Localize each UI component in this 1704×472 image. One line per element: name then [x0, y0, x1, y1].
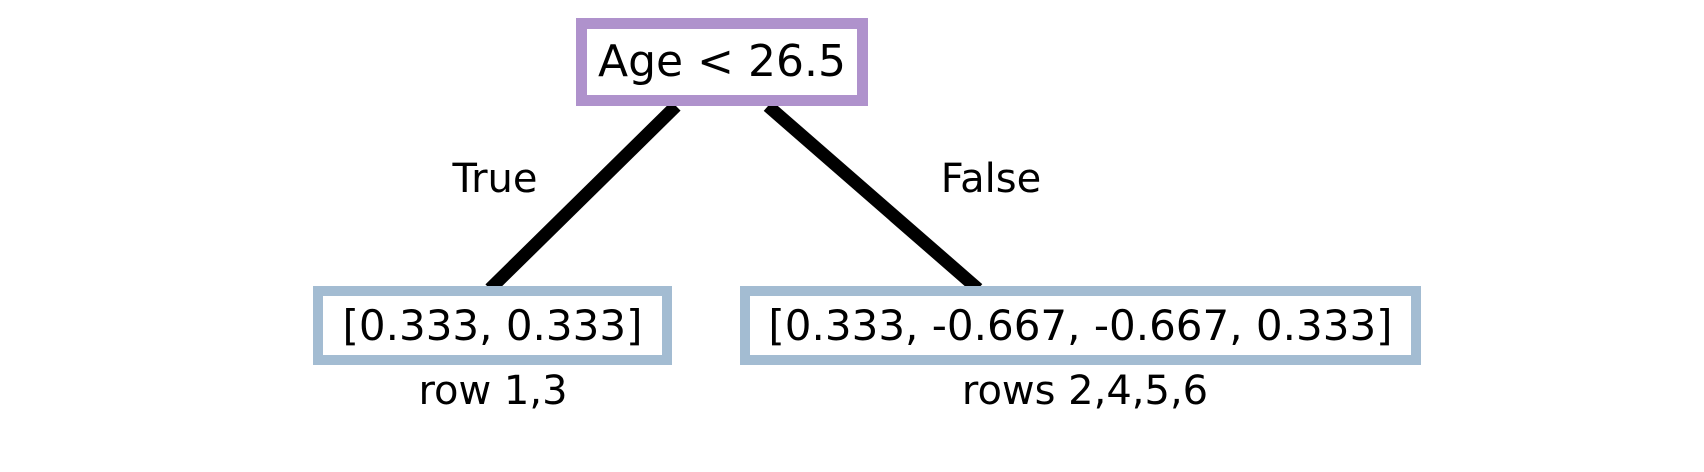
root-decision-node[interactable]: Age < 26.5: [576, 18, 868, 106]
root-node-label: Age < 26.5: [598, 36, 846, 87]
leaf-node-left[interactable]: [0.333, 0.333]: [313, 286, 672, 365]
leaf-node-right[interactable]: [0.333, -0.667, -0.667, 0.333]: [740, 286, 1421, 365]
branch-label-false: False: [940, 156, 1042, 202]
leaf-left-label: [0.333, 0.333]: [342, 300, 643, 350]
leaf-right-caption: rows 2,4,5,6: [961, 368, 1209, 414]
branch-label-true: True: [452, 156, 538, 202]
leaf-right-label: [0.333, -0.667, -0.667, 0.333]: [768, 300, 1393, 350]
leaf-left-caption: row 1,3: [418, 368, 568, 414]
